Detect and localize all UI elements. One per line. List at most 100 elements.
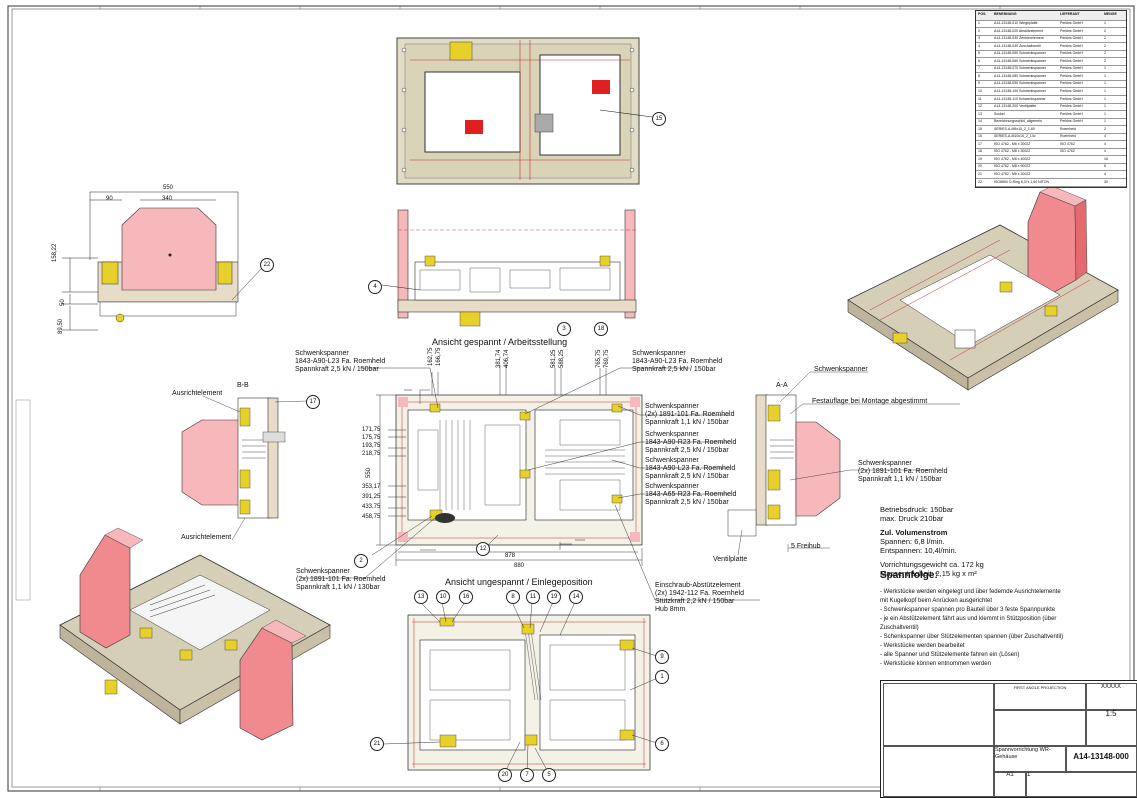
dim-side-6: 433,75 xyxy=(362,504,381,510)
tb-scale: 1:5 xyxy=(1085,709,1137,747)
dim-340: 340 xyxy=(162,196,173,202)
dim-top-7: 769,75 xyxy=(604,349,610,368)
bom-cell: 1 xyxy=(1104,104,1106,109)
dim-550-side: 550 xyxy=(366,467,372,478)
bom-cell: Bezeichnungsschild_allgemein xyxy=(994,119,1042,124)
bom-cell: 4 xyxy=(1104,172,1106,176)
bom-cell: Perkins GmbH xyxy=(1060,51,1083,56)
bom-cell: 1 xyxy=(1104,66,1106,71)
bom-cell: A14-13148-020 Abstützelement xyxy=(994,28,1044,33)
bom-cell: Roemheld xyxy=(1060,126,1076,131)
bom-cell: 16 xyxy=(978,134,982,139)
balloon: 16 xyxy=(459,590,473,604)
balloon: 10 xyxy=(436,590,450,604)
bom-cell: 13 xyxy=(978,111,982,116)
balloon: 7 xyxy=(520,768,534,782)
bom-cell: 8 xyxy=(978,73,980,78)
dim-top-0: 162,75 xyxy=(428,347,434,366)
bom-cell: Perkins GmbH xyxy=(1060,88,1083,93)
dim-top-2: 381,74 xyxy=(496,349,502,368)
label-sp8: Schwenkspanner(2x) 1891-101 Fa. Roemheld… xyxy=(858,460,948,483)
bom-cell: SERIES-A-M10x16_2_14c xyxy=(994,134,1036,139)
dim-side-3: 218,75 xyxy=(362,451,381,457)
label-ausricht1: Ausrichtelement xyxy=(172,390,223,397)
balloon: 8 xyxy=(506,590,520,604)
tb-revisions xyxy=(883,745,995,797)
bom-cell: 1 xyxy=(1104,73,1106,78)
bom-cell: 2 xyxy=(1104,28,1106,33)
bom-cell: 1 xyxy=(1104,88,1106,93)
label-festauflage: Festauflage bei Montage abgestimmt xyxy=(812,398,928,405)
bom-cell: 2 xyxy=(1104,51,1106,56)
bom-cell: 17 xyxy=(978,141,982,146)
balloon: 12 xyxy=(476,542,490,556)
bom-cell: ISO 4762 xyxy=(1060,141,1075,146)
dim-top-1: 166,75 xyxy=(436,347,442,366)
bom-cell: 16 xyxy=(1104,156,1108,161)
balloon: 11 xyxy=(526,590,540,604)
balloon: 17 xyxy=(306,395,320,409)
dim-top-6: 765,75 xyxy=(596,349,602,368)
bom-cell: 7 xyxy=(978,66,980,71)
bom-cell: ISO 4762 - M6 x 40022 xyxy=(994,156,1031,161)
balloon: 18 xyxy=(594,322,608,336)
bom-cell: 30 xyxy=(1104,179,1108,184)
section-label-bb: B-B xyxy=(237,382,249,389)
tb-company xyxy=(993,709,1087,747)
bom-cell: 1 xyxy=(1104,96,1106,101)
bom-cell: 18 xyxy=(978,149,982,154)
bom-cell: 2 xyxy=(1104,43,1106,48)
bom-cell: A14-13148-100 Schwenkspanner xyxy=(994,88,1046,93)
bom-cell: Perkins GmbH xyxy=(1060,58,1083,63)
tb-title: Spannvorrichtung WR-Gehäuse xyxy=(993,745,1067,773)
label-sp3: Schwenkspanner(2x) 1891-101 Fa. Roemheld… xyxy=(645,403,735,426)
bom-cell: 9 xyxy=(978,81,980,86)
bom-cell: Perkins GmbH xyxy=(1060,111,1083,116)
bom-cell: 6 xyxy=(978,58,980,63)
bom-cell: 4 xyxy=(1104,141,1106,146)
balloon: 3 xyxy=(557,322,571,336)
section-label-aa: A-A xyxy=(776,382,788,389)
bom-cell: 5 xyxy=(978,51,980,56)
label-ausricht2: Ausrichtelement xyxy=(181,534,232,541)
bom-cell: Roemheld xyxy=(1060,134,1076,139)
balloon: 13 xyxy=(414,590,428,604)
dim-side-5: 391,25 xyxy=(362,494,381,500)
bom-cell: A14-13148-200 Ventilplatte xyxy=(994,104,1037,109)
bom-cell: Perkins GmbH xyxy=(1060,66,1083,71)
bom-cell: 10 xyxy=(978,88,982,93)
bom-cell: Perkins GmbH xyxy=(1060,36,1083,41)
balloon: 2 xyxy=(354,554,368,568)
bom-cell: 4 xyxy=(1104,134,1106,139)
tb-xxxxx: XXXXX xyxy=(1085,683,1137,711)
title-block: FIRST ANGLE PROJECTION XXXXX 1:5 Spannvo… xyxy=(880,680,1137,798)
bom-cell: A14-13148-090 Schwenkspanner xyxy=(994,81,1046,86)
bom-cell: ISO 4762 - M8 x 90022 xyxy=(994,164,1031,169)
bom-cell: A14-13148-050 Schwenkspanner xyxy=(994,51,1046,56)
dim-550: 550 xyxy=(163,185,174,191)
bom-cell: Perkins GmbH xyxy=(1060,119,1083,124)
balloon: 9 xyxy=(655,650,669,664)
bom-cell: ISO 4762 - M6 x 20022 xyxy=(994,141,1031,146)
dim-side-1: 175,75 xyxy=(362,435,381,441)
bom-cell: 21 xyxy=(978,172,982,176)
balloon: 19 xyxy=(547,590,561,604)
bom-cell: 1 xyxy=(1104,81,1106,86)
dim-side-2: 193,75 xyxy=(362,443,381,449)
bom-cell: 11 xyxy=(978,96,982,101)
tb-number: A14-13148-000 xyxy=(1065,745,1137,773)
dim-880: 880 xyxy=(514,563,525,569)
